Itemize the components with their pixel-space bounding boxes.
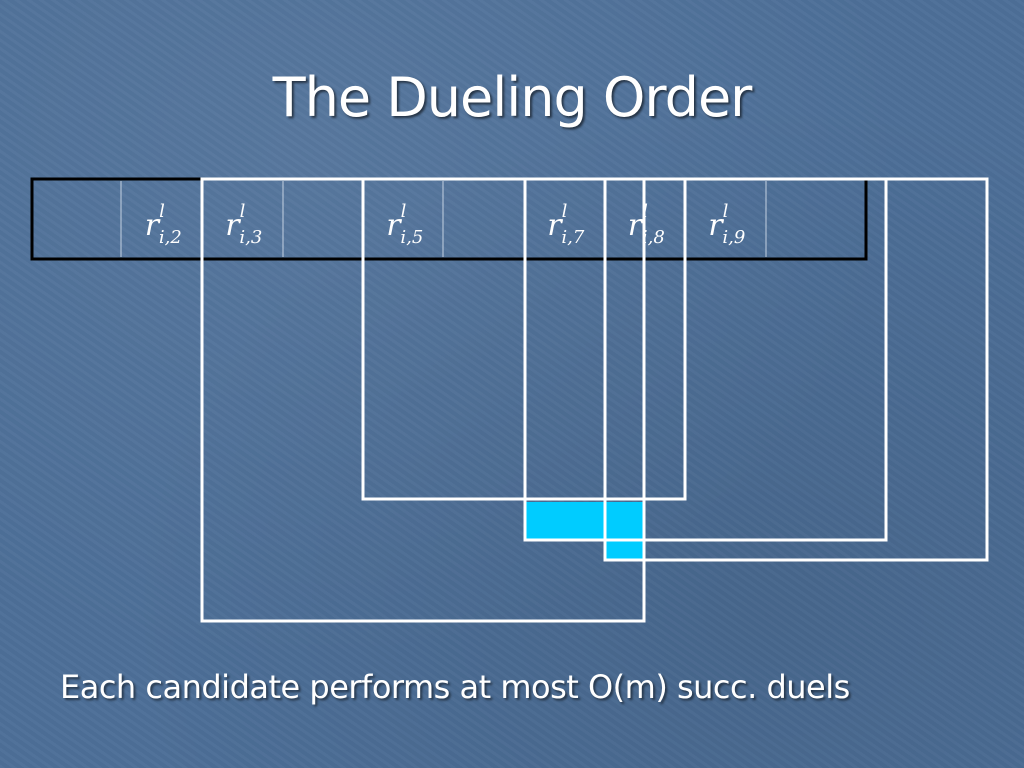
slide-title: The Dueling Order (272, 66, 753, 129)
cell-dividers (120, 181, 767, 257)
overlap-highlight-upper (525, 502, 643, 540)
slide-caption: Each candidate performs at most O(m) suc… (60, 668, 850, 706)
overlap-highlight-lower (606, 540, 643, 559)
duel-window-4 (603, 177, 989, 562)
